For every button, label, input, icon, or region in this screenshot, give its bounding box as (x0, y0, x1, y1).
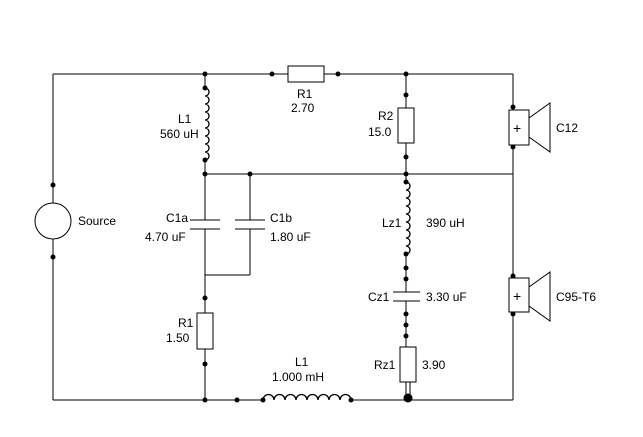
source-symbol (34, 202, 72, 240)
lz1-name: Lz1 (382, 216, 402, 230)
junction-dot (403, 333, 409, 339)
l1-bottom-value: 1.000 mH (272, 370, 324, 384)
l1-top-value: 560 uH (160, 127, 199, 141)
junction-dot (403, 71, 409, 77)
driver-woofer-label: C95-T6 (556, 290, 596, 304)
junction-dot (510, 104, 516, 110)
junction-dot (202, 85, 208, 91)
capacitor-c1b: C1b 1.80 uF (235, 211, 311, 244)
inductor-lz1: Lz1 390 uH (382, 181, 465, 255)
r1-top-name: R1 (297, 87, 313, 101)
junction-dot (403, 265, 409, 271)
cz1-value: 3.30 uF (426, 290, 467, 304)
junction-dot (403, 171, 409, 177)
rz1-name: Rz1 (374, 358, 396, 372)
junction-dot (403, 251, 409, 257)
junction-dot (403, 311, 409, 317)
r1-bottom-value: 1.50 (166, 331, 190, 345)
junction-dot (403, 154, 409, 160)
junction-dot (234, 397, 240, 403)
junction-dot (202, 71, 208, 77)
junction-dot (50, 182, 56, 188)
c1a-name: C1a (166, 211, 188, 225)
junction-dot (202, 171, 208, 177)
junction-dot (348, 397, 354, 403)
r1-top-value: 2.70 (291, 101, 315, 115)
lz1-value: 390 uH (426, 216, 465, 230)
c1a-value: 4.70 uF (145, 230, 186, 244)
resistor-r1-bottom-body (196, 312, 214, 350)
inductor-l1-top: L1 560 uH (160, 87, 210, 161)
junction-dot (260, 397, 266, 403)
driver-woofer: + C95-T6 (508, 271, 596, 322)
rz1-value: 3.90 (422, 358, 446, 372)
c1b-name: C1b (270, 211, 292, 225)
inductor-l1-bottom-coil (262, 393, 352, 401)
resistor-r2: R2 15.0 (368, 107, 415, 144)
junction-dot (202, 397, 208, 403)
source: Source (34, 202, 116, 240)
resistor-r1-bottom: R1 1.50 (166, 312, 214, 350)
junction-dot (202, 295, 208, 301)
r2-value: 15.0 (368, 125, 392, 139)
driver-tweeter-polarity: + (513, 120, 521, 136)
source-label: Source (78, 214, 116, 228)
speaker-icon (528, 271, 551, 322)
capacitor-c1a: C1a 4.70 uF (145, 211, 220, 244)
capacitor-cz1: Cz1 3.30 uF (368, 290, 467, 304)
junction-dot (202, 157, 208, 163)
junction-dot (335, 71, 341, 77)
inductor-l1-bottom: L1 1.000 mH (262, 355, 352, 401)
junction-dot (202, 361, 208, 367)
cz1-name: Cz1 (368, 290, 390, 304)
junction-dot (269, 71, 275, 77)
junction-dot (247, 171, 253, 177)
resistor-rz1-body (399, 346, 417, 383)
inductor-lz1-coil (405, 181, 411, 255)
resistor-r1-top: R1 2.70 (287, 65, 325, 115)
r2-name: R2 (378, 109, 394, 123)
junction-dot (510, 144, 516, 150)
c1b-value: 1.80 uF (270, 230, 311, 244)
resistor-r1-top-body (287, 65, 325, 83)
junction-dot (510, 311, 516, 317)
junction-dot (403, 276, 409, 282)
l1-bottom-name: L1 (295, 355, 309, 369)
junction-dot (403, 92, 409, 98)
speaker-icon (528, 102, 551, 153)
resistor-rz1: Rz1 3.90 (374, 346, 446, 383)
junction-dot (403, 322, 409, 328)
junction-dot (403, 393, 413, 403)
junction-dots (50, 71, 516, 403)
junction-dot (510, 273, 516, 279)
junction-dot (50, 254, 56, 260)
l1-top-name: L1 (178, 112, 192, 126)
r1-bottom-name: R1 (178, 316, 194, 330)
driver-tweeter: + C12 (508, 102, 578, 153)
inductor-l1-top-coil (204, 87, 210, 161)
driver-woofer-polarity: + (513, 288, 521, 304)
junction-dot (403, 179, 409, 185)
resistor-r2-body (397, 107, 415, 144)
driver-tweeter-label: C12 (556, 121, 578, 135)
